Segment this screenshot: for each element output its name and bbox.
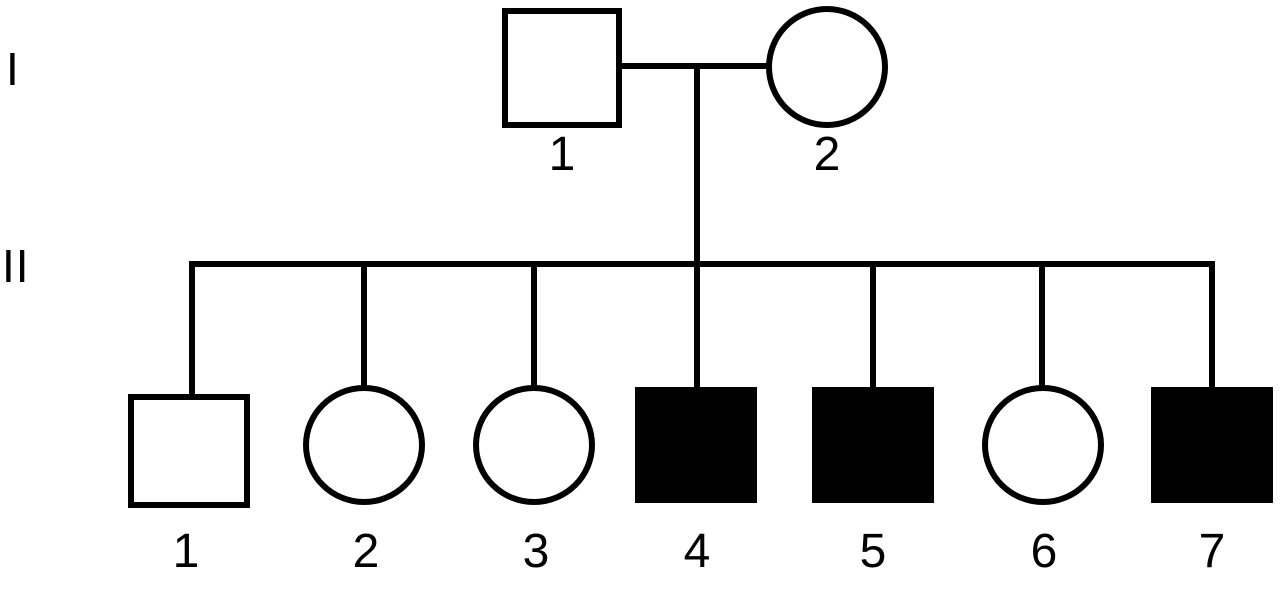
generation-label-i: I (6, 43, 20, 95)
individual-ii-5-symbol[interactable] (812, 387, 934, 503)
descent-line (694, 63, 700, 267)
drop-line-ii-6 (1039, 261, 1045, 389)
drop-line-ii-3 (531, 261, 537, 389)
drop-line-ii-2 (361, 261, 367, 389)
drop-line-ii-5 (870, 261, 876, 389)
individual-i-1-symbol[interactable] (502, 8, 622, 128)
individual-ii-1-symbol[interactable] (128, 394, 250, 508)
individual-ii-2-symbol[interactable] (303, 385, 425, 505)
individual-ii-6-label: 6 (1030, 525, 1058, 578)
individual-ii-5-label: 5 (859, 525, 887, 578)
individual-ii-4-label: 4 (683, 525, 711, 578)
individual-ii-7-symbol[interactable] (1151, 387, 1273, 503)
drop-line-ii-1 (189, 261, 195, 397)
individual-ii-4-symbol[interactable] (635, 387, 757, 503)
generation-label-ii: II (2, 240, 30, 292)
individual-ii-7-label: 7 (1198, 525, 1226, 578)
individual-ii-6-symbol[interactable] (982, 385, 1104, 505)
drop-line-ii-7 (1209, 261, 1215, 389)
individual-ii-2-label: 2 (352, 525, 380, 578)
individual-ii-3-symbol[interactable] (473, 385, 595, 505)
individual-ii-1-label: 1 (172, 525, 200, 578)
sibship-line (191, 261, 1215, 267)
drop-line-ii-4 (694, 261, 700, 389)
individual-i-2-label: 2 (813, 128, 841, 181)
individual-i-2-symbol[interactable] (766, 6, 888, 128)
individual-i-1-label: 1 (548, 128, 576, 181)
individual-ii-3-label: 3 (522, 525, 550, 578)
